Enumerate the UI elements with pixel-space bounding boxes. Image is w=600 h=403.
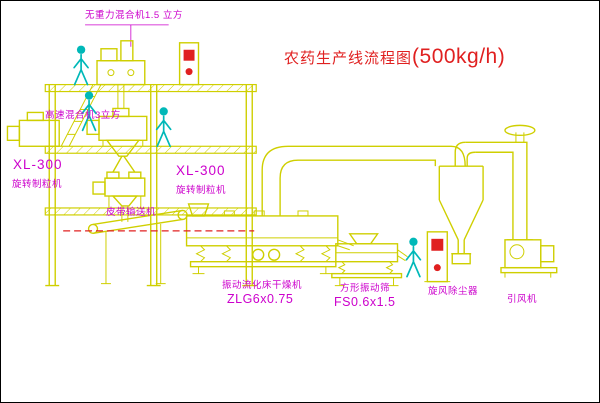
label-dust-collector: 旋风除尘器 [428, 286, 479, 297]
control-cabinet-lower [424, 231, 451, 283]
label-mixer-top: 无重力混合机1.5 立方 [85, 10, 183, 21]
label-granulator-left-name: 旋转制粒机 [12, 179, 63, 190]
label-sieve-model: FS0.6x1.5 [334, 295, 396, 309]
fan-motor [540, 245, 555, 263]
granulator-swing [92, 171, 146, 222]
indicator-dot [185, 68, 193, 76]
dryer-springs [195, 245, 331, 263]
label-dryer-model: ZLG6x0.75 [227, 292, 294, 306]
cyclone-outlet-pipe [454, 141, 476, 167]
worker-second-floor [155, 106, 172, 148]
stairs [60, 84, 102, 147]
belt-conveyor [87, 209, 188, 285]
exhaust-stack [465, 124, 536, 240]
drawing-title: 农药生产线流程图(500kg/h) [284, 45, 505, 69]
cyclone-separator [438, 141, 484, 265]
title-text: 农药生产线流程图 [284, 50, 413, 67]
dryer-discharge-chute [337, 239, 354, 251]
worker-top-floor [73, 44, 89, 86]
rotary-valve [451, 253, 471, 265]
exhaust-duct [261, 145, 466, 216]
indicator-square [183, 49, 195, 61]
indicator-dot [433, 264, 441, 272]
title-capacity: (500kg/h) [412, 45, 506, 68]
control-cabinet-upper [178, 42, 200, 86]
label-dryer-name: 振动流化床干燥机 [222, 280, 303, 291]
label-granulator-left-model: XL-300 [13, 157, 63, 172]
label-high-speed-mixer: 高速混合机3立方 [45, 110, 121, 121]
sieve-springs [337, 261, 394, 274]
vibration-motor [267, 248, 281, 261]
label-leader-line [85, 24, 169, 47]
sieve-discharge-spouts [397, 249, 408, 262]
vibration-motor [252, 248, 265, 261]
granulator-left [6, 111, 60, 147]
label-belt-conveyor: 皮带输送机 [106, 207, 157, 218]
label-sieve-name: 方形振动筛 [340, 283, 391, 294]
label-fan: 引风机 [507, 294, 538, 305]
worker-ground [405, 236, 422, 278]
indicator-square [431, 238, 444, 251]
worker-figures [73, 44, 422, 278]
label-granulator-mid-model: XL-300 [176, 163, 226, 178]
rain-cap [504, 124, 536, 137]
high-speed-mixer [86, 107, 148, 173]
gravity-free-mixer [96, 40, 146, 109]
vibrating-sieve [331, 233, 408, 287]
induced-draft-fan [500, 239, 558, 278]
label-granulator-mid-name: 旋转制粒机 [176, 185, 227, 196]
